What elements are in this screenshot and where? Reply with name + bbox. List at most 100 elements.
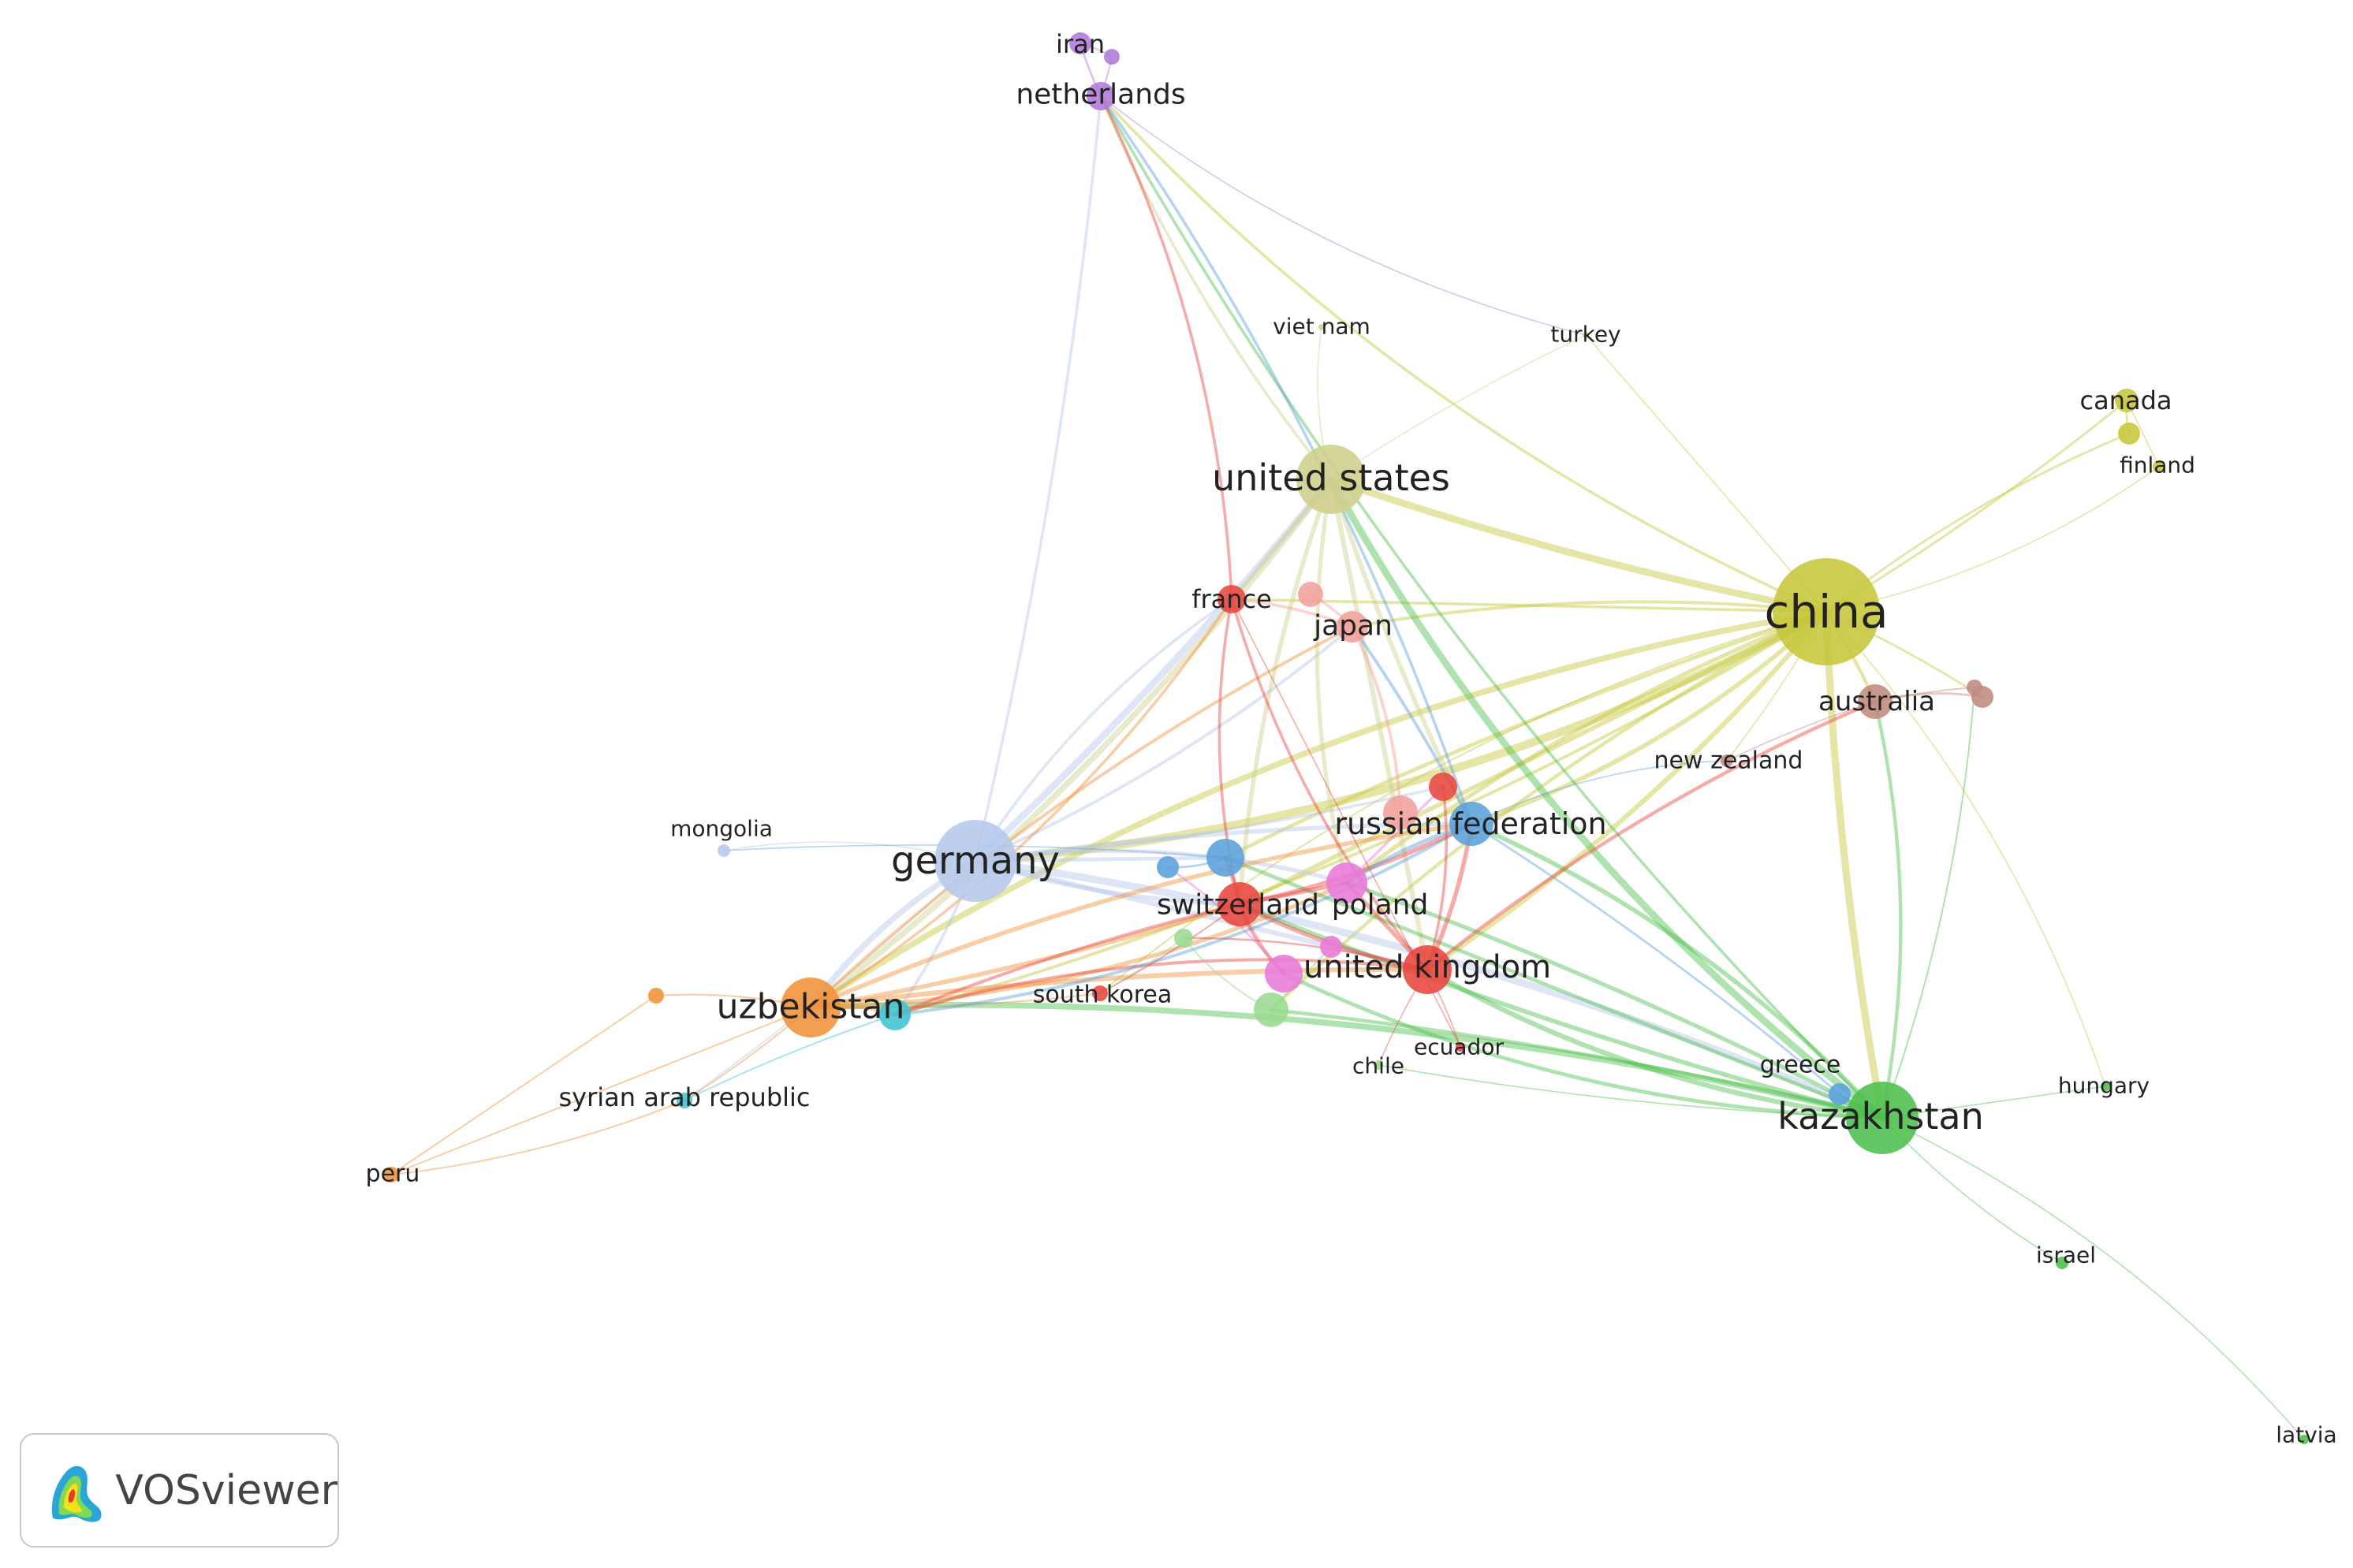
node-blue-a[interactable] <box>1206 839 1244 877</box>
label-south-korea: south korea <box>1033 981 1172 1009</box>
node-united-kingdom[interactable] <box>1403 945 1452 994</box>
edge-germany-japan <box>974 625 1354 862</box>
node-poland[interactable] <box>1326 862 1367 903</box>
node-pink-b[interactable] <box>1320 936 1342 958</box>
edge-kazakhstan-brown_b <box>1881 687 1975 1119</box>
node-ecuador[interactable] <box>1456 1042 1465 1052</box>
label-finland: finland <box>2120 453 2195 479</box>
edge-germany-netherlands <box>974 95 1102 862</box>
edge-united_states-united_kingdom <box>1328 476 1430 973</box>
node-france[interactable] <box>1218 585 1246 613</box>
edge-united_kingdom-france <box>1230 598 1429 971</box>
label-uzbekistan: uzbekistan <box>717 987 905 1027</box>
node-iran[interactable] <box>1069 32 1091 54</box>
edge-china-japan <box>1351 600 1828 628</box>
edge-china-united_states <box>1327 475 1830 616</box>
label-germany: germany <box>891 839 1060 883</box>
edge-peru-syrian_arab_republic <box>390 1100 685 1175</box>
edge-germany-united_states <box>971 475 1335 865</box>
edge-united_states-turkey <box>1330 334 1587 480</box>
node-peru[interactable] <box>383 1167 399 1183</box>
edge-cyan_a-united_kingdom <box>893 958 1429 1016</box>
edge-russian_federation-greece <box>1470 822 1841 1096</box>
node-greece[interactable] <box>1829 1083 1851 1105</box>
node-germany[interactable] <box>934 820 1016 902</box>
node-turkey[interactable] <box>1583 332 1589 338</box>
label-united-states: united states <box>1212 456 1450 499</box>
edge-uzbekistan-france <box>809 598 1233 1009</box>
edge-china-hungary <box>1825 611 2106 1087</box>
edge-layer <box>390 42 2305 1440</box>
edge-china-turkey <box>1585 334 1827 613</box>
edge-germany-poland <box>973 848 1349 885</box>
node-hungary[interactable] <box>2101 1082 2110 1091</box>
label-japan: japan <box>1313 610 1393 642</box>
node-lightgreen-b[interactable] <box>1254 993 1288 1027</box>
edge-united_states-uzbekistan <box>807 476 1334 1011</box>
edge-cyan_a-switzerland <box>893 903 1241 1016</box>
node-brown-b[interactable] <box>1967 680 1982 695</box>
node-switzerland[interactable] <box>1218 882 1262 926</box>
node-latvia[interactable] <box>2299 1435 2309 1444</box>
label-poland: poland <box>1332 889 1429 922</box>
node-uzbekistan[interactable] <box>781 978 841 1037</box>
node-blue-b[interactable] <box>1157 856 1179 878</box>
node-purple-a[interactable] <box>1104 49 1120 65</box>
edge-uzbekistan-switzerland <box>808 902 1242 1010</box>
edge-lightgreen_a-united_kingdom <box>1182 937 1429 971</box>
edge-south_korea-lightgreen_a <box>1099 937 1184 994</box>
node-cyan-a[interactable] <box>879 999 911 1030</box>
node-mongolia[interactable] <box>718 844 730 857</box>
label-hungary: hungary <box>2058 1073 2150 1099</box>
node-chile[interactable] <box>1374 1060 1383 1070</box>
node-layer <box>383 32 2309 1444</box>
edge-kazakhstan-switzerland <box>1237 902 1885 1120</box>
node-syrian-arab-republic[interactable] <box>677 1093 692 1108</box>
node-salmon-a[interactable] <box>1298 582 1323 607</box>
edge-kazakhstan-poland <box>1344 881 1885 1120</box>
edge-china-switzerland <box>1237 609 1829 907</box>
node-united-states[interactable] <box>1296 445 1366 514</box>
label-canada: canada <box>2079 385 2172 415</box>
node-viet-nam[interactable] <box>1318 324 1325 330</box>
node-canada[interactable] <box>2115 389 2139 412</box>
vosviewer-logo-text: VOSviewer <box>115 1466 337 1514</box>
edge-germany-red_a <box>974 785 1445 862</box>
node-kazakhstan[interactable] <box>1846 1082 1919 1154</box>
node-netherlands[interactable] <box>1087 82 1115 110</box>
node-israel[interactable] <box>2056 1257 2068 1269</box>
label-greece: greece <box>1760 1052 1841 1079</box>
edge-china-kazakhstan <box>1822 608 1886 1122</box>
node-orange-a[interactable] <box>648 988 664 1004</box>
node-red-a[interactable] <box>1429 773 1457 801</box>
node-japan[interactable] <box>1337 611 1368 642</box>
edge-china-united_kingdom <box>1424 609 1829 973</box>
edge-kazakhstan-chile <box>1378 1064 1883 1119</box>
edge-uzbekistan-japan <box>809 625 1354 1009</box>
label-mongolia: mongolia <box>670 816 773 842</box>
edge-china-canada <box>1825 399 2128 613</box>
node-pink-a[interactable] <box>1265 955 1303 993</box>
label-united-kingdom: united kingdom <box>1303 949 1551 985</box>
edge-uzbekistan-south_korea <box>810 993 1101 1009</box>
edge-china-blue_a <box>1223 609 1829 860</box>
node-new-zealand[interactable] <box>1721 754 1733 767</box>
label-peru: peru <box>366 1160 420 1188</box>
node-lightgreen-a[interactable] <box>1174 929 1193 948</box>
edge-united_states-switzerland <box>1237 477 1333 907</box>
label-ecuador: ecuador <box>1414 1034 1504 1060</box>
node-finland[interactable] <box>2153 460 2165 473</box>
edge-kazakhstan-uzbekistan <box>807 1001 1885 1121</box>
edge-china-cyan_a <box>893 610 1828 1016</box>
node-yellow-a[interactable] <box>2118 423 2140 445</box>
label-china: china <box>1764 585 1888 639</box>
node-russian-federation[interactable] <box>1449 802 1493 846</box>
node-china[interactable] <box>1773 558 1880 665</box>
edge-uzbekistan-russian_federation <box>808 821 1474 1010</box>
node-salmon-b[interactable] <box>1383 795 1418 830</box>
edge-germany-united_kingdom <box>972 858 1430 973</box>
node-south-korea[interactable] <box>1092 985 1108 1001</box>
edge-china-uzbekistan <box>807 609 1829 1011</box>
node-australia[interactable] <box>1858 684 1892 719</box>
